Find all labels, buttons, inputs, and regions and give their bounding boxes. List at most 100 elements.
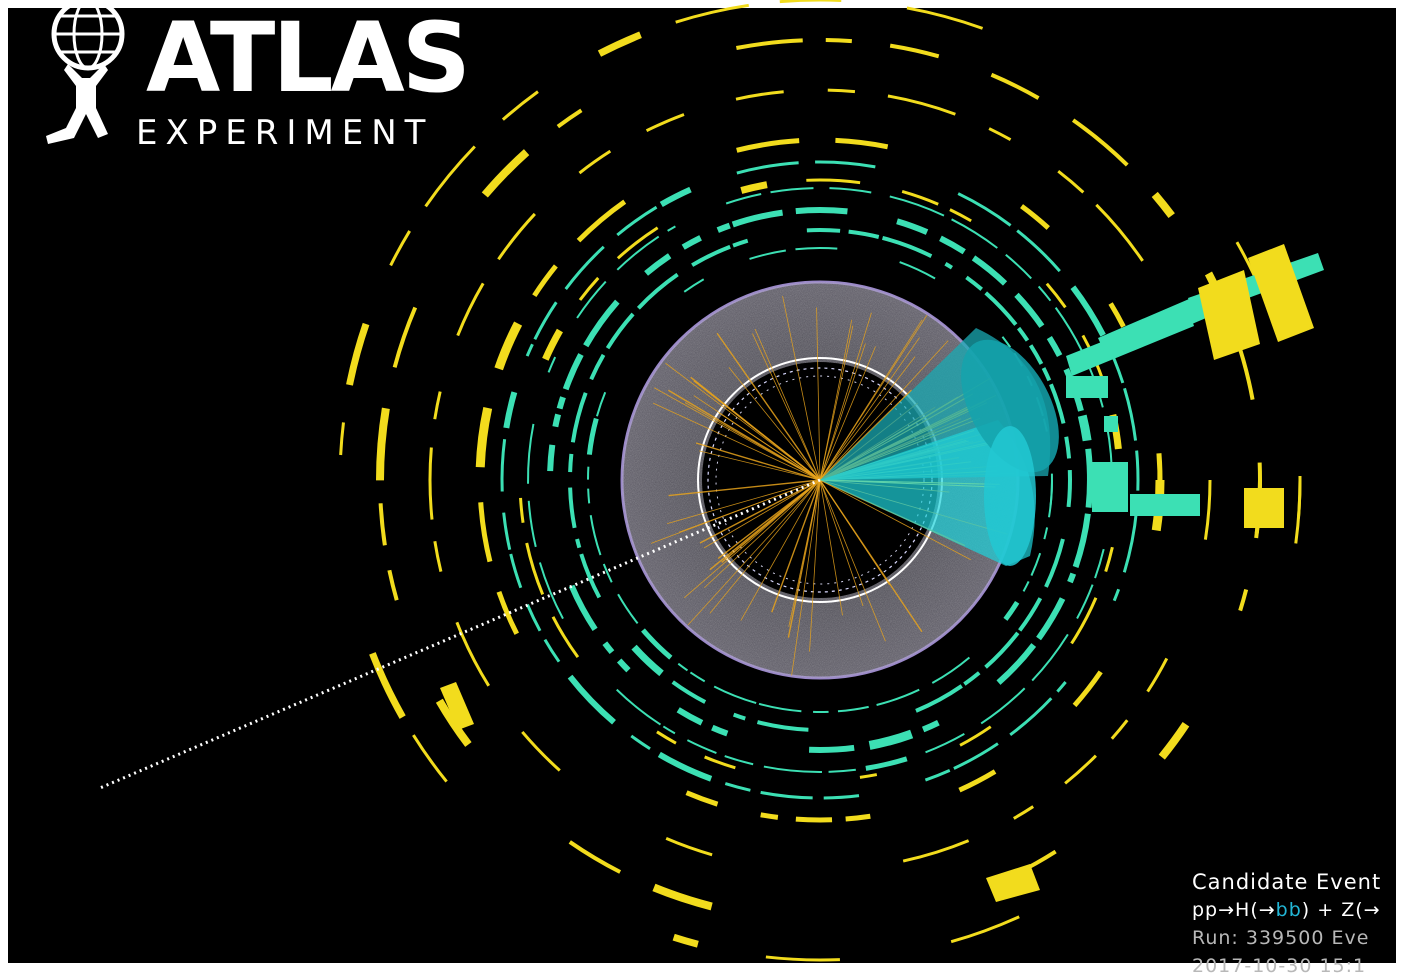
process-prefix: pp→H(→	[1192, 899, 1276, 921]
muon-chamber-segment	[1022, 206, 1049, 228]
calorimeter-cell-segment	[549, 357, 556, 372]
calorimeter-cell-segment	[646, 256, 670, 274]
calorimeter-cell-segment	[974, 258, 1006, 283]
calorimeter-cell-segment	[504, 513, 510, 550]
calorimeter-cell-segment	[605, 643, 612, 652]
muon-chamber-segment	[860, 775, 877, 778]
calorimeter-cell-segment	[1088, 449, 1090, 483]
muon-chamber-segment	[1073, 120, 1127, 165]
calorimeter-cell-segment	[608, 314, 633, 348]
muon-chamber-segment	[1155, 194, 1172, 215]
calorimeter-cell-segment	[829, 770, 856, 772]
muon-chamber-segment	[826, 40, 852, 41]
muon-chamber-segment	[1205, 480, 1210, 540]
muon-chamber-segment	[736, 40, 802, 48]
calorimeter-cell-segment	[1020, 598, 1041, 630]
calorimeter-cell-segment	[535, 302, 556, 339]
calorimeter-cell-segment	[966, 277, 981, 289]
calorimeter-cell-segment	[1073, 287, 1103, 335]
muon-chamber-segment	[498, 214, 534, 259]
muon-chamber-segment	[372, 653, 402, 717]
muon-chamber-segment	[534, 266, 556, 296]
calorimeter-cell-segment	[1114, 589, 1118, 600]
calorimeter-cell-segment	[663, 726, 675, 733]
muon-chamber-segment	[989, 129, 1010, 140]
muon-chamber-segment	[1148, 658, 1167, 691]
event-display: ATLAS EXPERIMENT Candidate Event pp→H(→b…	[8, 8, 1396, 963]
calorimeter-cell-segment	[570, 454, 571, 472]
muon-chamber-segment	[1106, 547, 1113, 571]
muon-chamber-segment	[890, 46, 939, 57]
calorimeter-cell-segment	[986, 633, 1018, 667]
calorimeter-cell-segment	[1031, 345, 1042, 364]
muon-chamber-segment	[907, 8, 983, 28]
muon-chamber-segment	[1159, 453, 1160, 488]
calorimeter-cell-segment	[824, 796, 859, 798]
muon-chamber-segment	[435, 541, 441, 571]
calorimeter-cell-segment	[566, 354, 581, 389]
calorimeter-cell-segment	[964, 673, 979, 684]
muon-chamber-segment	[828, 90, 855, 91]
process-suffix: ) + Z(→	[1302, 899, 1381, 921]
muon-chamber-segment	[395, 307, 416, 367]
muon-chamber-segment	[499, 324, 518, 369]
atlas-logo: ATLAS EXPERIMENT	[38, 8, 458, 158]
calorimeter-cell-segment	[1057, 682, 1065, 692]
muon-chamber-segment	[618, 228, 658, 259]
event-title: Candidate Event	[1192, 868, 1402, 896]
calorimeter-cell-segment	[795, 248, 837, 249]
event-run: Run: 339500 Eve	[1192, 924, 1402, 952]
calorimeter-cell-segment	[673, 682, 705, 702]
calorimeter-cell-segment	[528, 424, 533, 484]
calorimeter-cell-segment	[1069, 470, 1070, 507]
calorimeter-cell-segment	[1095, 549, 1104, 578]
calorimeter-cell-segment	[511, 554, 521, 588]
logo-subtitle: EXPERIMENT	[136, 116, 433, 150]
muon-chamber-segment	[499, 592, 517, 634]
calorimeter-cell-segment	[807, 230, 840, 231]
calorimeter-cell-segment	[829, 188, 871, 192]
calorimeter-cell-segment	[916, 686, 962, 711]
calorimeter-cell-segment	[1016, 295, 1041, 326]
muon-chamber-segment	[647, 114, 684, 130]
muon-chamber-segment	[435, 392, 440, 420]
muon-chamber-segment	[1014, 807, 1033, 819]
calorimeter-cell-segment	[815, 162, 875, 167]
calorimeter-cell-segment	[1124, 510, 1136, 572]
muon-chamber-segment	[903, 841, 968, 861]
calorimeter-cell-segment	[877, 690, 920, 705]
calorimeter-cell-segment	[566, 247, 604, 289]
calorimeter-cell-segment	[1017, 231, 1060, 272]
calorimeter-cell-segment	[572, 586, 595, 629]
calorimeter-cell-segment	[838, 707, 869, 711]
calorimeter-cell-segment	[692, 247, 730, 265]
calorimeter-cell-segment	[1066, 437, 1069, 459]
calorimeter-cell-segment	[1125, 388, 1136, 440]
calorimeter-cell-segment	[1019, 328, 1028, 340]
calorimeter-cell-segment	[714, 686, 756, 703]
calorimeter-cell-segment	[761, 792, 813, 798]
muon-chamber-segment	[381, 503, 385, 545]
muon-chamber-segment	[485, 152, 527, 195]
muon-chamber-segment	[1065, 756, 1096, 784]
calorimeter-cell-segment	[1039, 286, 1051, 300]
muon-chamber-segment	[391, 231, 410, 265]
muon-chamber-segment	[599, 35, 640, 54]
muon-chamber-segment	[1240, 589, 1246, 610]
calorimeter-cell-segment	[678, 664, 687, 671]
calorimeter-cell-segment	[1137, 451, 1138, 491]
calorimeter-cell-segment	[597, 392, 605, 416]
calorimeter-cell-segment	[733, 213, 783, 225]
muon-chamber-segment	[458, 283, 483, 335]
muon-chamber-segment	[579, 151, 610, 173]
calorimeter-cell-segment	[619, 660, 628, 670]
calorimeter-cell-segment	[1031, 553, 1040, 575]
calorimeter-cell-segment	[954, 744, 998, 769]
muon-chamber-segment	[1298, 476, 1300, 518]
calorimeter-cell-segment	[570, 488, 575, 528]
calorimeter-cell-segment	[527, 605, 540, 631]
calorimeter-cell-segment	[591, 355, 603, 379]
calorimeter-cell-segment	[1056, 308, 1083, 352]
calorimeter-cell-segment	[923, 723, 938, 730]
calorimeter-cell-segment	[687, 740, 716, 753]
